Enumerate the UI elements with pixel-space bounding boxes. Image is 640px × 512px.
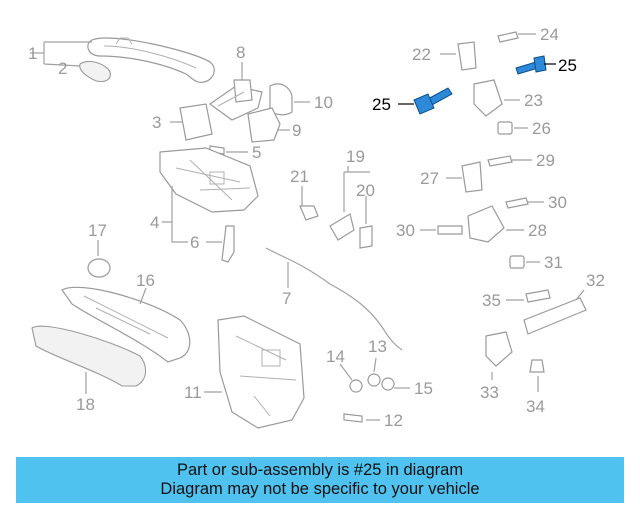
part-22-bracket [457,41,477,71]
part-6-rod [221,225,235,263]
banner-line-1: Part or sub-assembly is #25 in diagram [176,461,464,479]
banner-line-2: Diagram may not be specific to your vehi… [160,480,480,498]
callout-10[interactable]: 10 [314,93,333,112]
callout-26[interactable]: 26 [532,119,551,138]
callout-33[interactable]: 33 [480,383,499,402]
callout-24[interactable]: 24 [540,25,559,44]
callout-18[interactable]: 18 [76,395,95,414]
callout-27[interactable]: 27 [420,169,439,188]
part-12-screw [343,413,363,423]
callout-30-a[interactable]: 30 [548,193,567,212]
callout-5[interactable]: 5 [252,143,261,162]
callout-29[interactable]: 29 [536,151,555,170]
callout-25-b[interactable]: 25 [372,95,391,114]
leader-lines [30,33,585,421]
callout-11[interactable]: 11 [184,383,202,402]
callout-25-a[interactable]: 25 [558,56,577,75]
part-35-bolt [525,289,551,303]
part-25-bolt-b [413,87,453,115]
callout-12[interactable]: 12 [384,411,403,430]
part-19-clip [329,213,355,241]
part-11-actuator [217,315,305,429]
part-16-trim [61,286,191,363]
part-15-plug [381,377,395,391]
part-25-bolt-a [515,55,547,75]
callout-23[interactable]: 23 [524,91,543,110]
callout-16[interactable]: 16 [136,271,155,290]
part-23-hinge [473,79,503,117]
callout-17[interactable]: 17 [88,221,107,240]
part-2-gasket [79,61,111,83]
part-18-seal [31,325,147,387]
part-29-bolt [487,155,513,167]
part-13-plug [367,373,381,387]
callout-4[interactable]: 4 [150,213,159,232]
part-34-screw [529,359,545,373]
part-30-bolt-b [437,225,463,235]
callout-22[interactable]: 22 [412,45,431,64]
callout-2[interactable]: 2 [58,59,67,78]
part-14-plug [349,379,363,393]
part-32-strap [523,297,587,335]
callout-30-b[interactable]: 30 [396,221,415,240]
part-7-cable [265,247,403,351]
part-31-bushing [509,255,525,269]
callout-20[interactable]: 20 [356,181,375,200]
parts-diagram: 1 2 3 4 5 6 7 8 9 10 11 12 13 14 15 16 1… [28,25,605,430]
part-30-bolt-a [505,197,529,209]
part-17-ring [87,258,111,278]
part-4-frame [159,147,259,213]
callout-3[interactable]: 3 [152,113,161,132]
part-28-hinge [467,205,505,243]
callout-9[interactable]: 9 [292,121,301,140]
part-24-bolt [497,31,519,43]
callout-28[interactable]: 28 [528,221,547,240]
callout-32[interactable]: 32 [586,271,605,290]
part-3-plate [179,103,213,141]
callout-19[interactable]: 19 [346,147,365,166]
part-21-clip [299,205,319,221]
info-banner: Part or sub-assembly is #25 in diagram D… [16,457,624,503]
callout-34[interactable]: 34 [526,397,545,416]
callout-31[interactable]: 31 [544,253,563,272]
callout-21[interactable]: 21 [290,167,309,186]
callout-14[interactable]: 14 [326,347,345,366]
part-27-bracket [461,161,483,193]
callout-35[interactable]: 35 [482,291,501,310]
callout-8[interactable]: 8 [236,43,245,62]
callout-13[interactable]: 13 [368,337,387,356]
part-20-clip [359,225,373,249]
callout-1[interactable]: 1 [28,44,37,63]
part-1-outer-handle [87,37,215,83]
part-9-bracket [247,107,281,143]
callout-7[interactable]: 7 [282,289,291,308]
part-26-bushing [497,121,513,135]
part-33-bracket [485,331,513,367]
callout-6[interactable]: 6 [190,233,199,252]
callout-15[interactable]: 15 [414,379,433,398]
part-8-cylinder [208,79,263,121]
